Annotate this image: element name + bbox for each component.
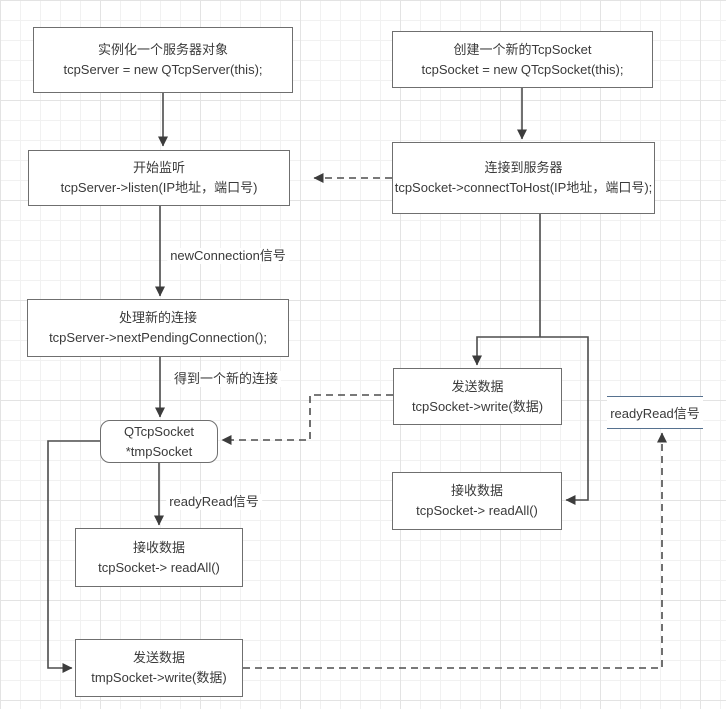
node-listen: 开始监听 tcpServer->listen(IP地址，端口号) [28, 150, 290, 206]
label-new-connection-signal: newConnection信号 [167, 248, 289, 264]
connector-connect-to-send-client [472, 336, 540, 366]
node-title: 实例化一个服务器对象 [97, 42, 228, 57]
node-title: QTcpSocket [123, 423, 195, 439]
connector-send-server-to-readyread-dashed [243, 432, 667, 669]
label-readyread-signal-right: readyRead信号 [607, 396, 703, 429]
node-code: tcpServer->listen(IP地址，端口号) [60, 180, 258, 195]
label-got-new-connection: 得到一个新的连接 [170, 371, 282, 387]
node-title: 发送数据 [451, 378, 504, 394]
node-code: tcpSocket-> readAll() [98, 559, 220, 575]
node-title: 接收数据 [132, 539, 185, 555]
node-receive-server: 接收数据 tcpSocket-> readAll() [75, 528, 243, 587]
node-send-client: 发送数据 tcpSocket->write(数据) [393, 368, 562, 425]
node-code: tcpSocket-> readAll() [416, 503, 538, 518]
node-connect-to-host: 连接到服务器 tcpSocket->connectToHost(IP地址，端口号… [392, 142, 655, 214]
node-code: tcpServer->nextPendingConnection(); [49, 330, 267, 345]
connector-send-client-to-tmpsocket-dashed [221, 394, 393, 445]
node-title: 发送数据 [132, 650, 185, 665]
node-title: 连接到服务器 [484, 160, 563, 175]
node-receive-client: 接收数据 tcpSocket-> readAll() [392, 472, 562, 530]
label-readyread-signal-left: readyRead信号 [166, 494, 262, 510]
node-code: tcpSocket = new QTcpSocket(this); [421, 61, 624, 77]
node-code: tmpSocket->write(数据) [91, 670, 227, 685]
node-code: tcpSocket->connectToHost(IP地址，端口号); [394, 180, 653, 195]
node-title: 接收数据 [450, 483, 503, 498]
node-code: *tmpSocket [125, 443, 193, 459]
connector-tmpsocket-loop-to-send [47, 440, 100, 673]
node-instantiate-server: 实例化一个服务器对象 tcpServer = new QTcpServer(th… [33, 27, 293, 93]
node-code: tcpSocket->write(数据) [411, 398, 544, 414]
node-send-server: 发送数据 tmpSocket->write(数据) [75, 639, 243, 697]
node-create-socket: 创建一个新的TcpSocket tcpSocket = new QTcpSock… [392, 31, 653, 88]
node-title: 处理新的连接 [118, 310, 197, 325]
node-handle-connection: 处理新的连接 tcpServer->nextPendingConnection(… [27, 299, 289, 357]
connector-connect-to-receive-client [540, 336, 589, 505]
node-tmpsocket: QTcpSocket *tmpSocket [100, 420, 218, 463]
node-title: 创建一个新的TcpSocket [453, 41, 592, 57]
node-title: 开始监听 [132, 160, 185, 175]
node-code: tcpServer = new QTcpServer(this); [63, 62, 263, 77]
